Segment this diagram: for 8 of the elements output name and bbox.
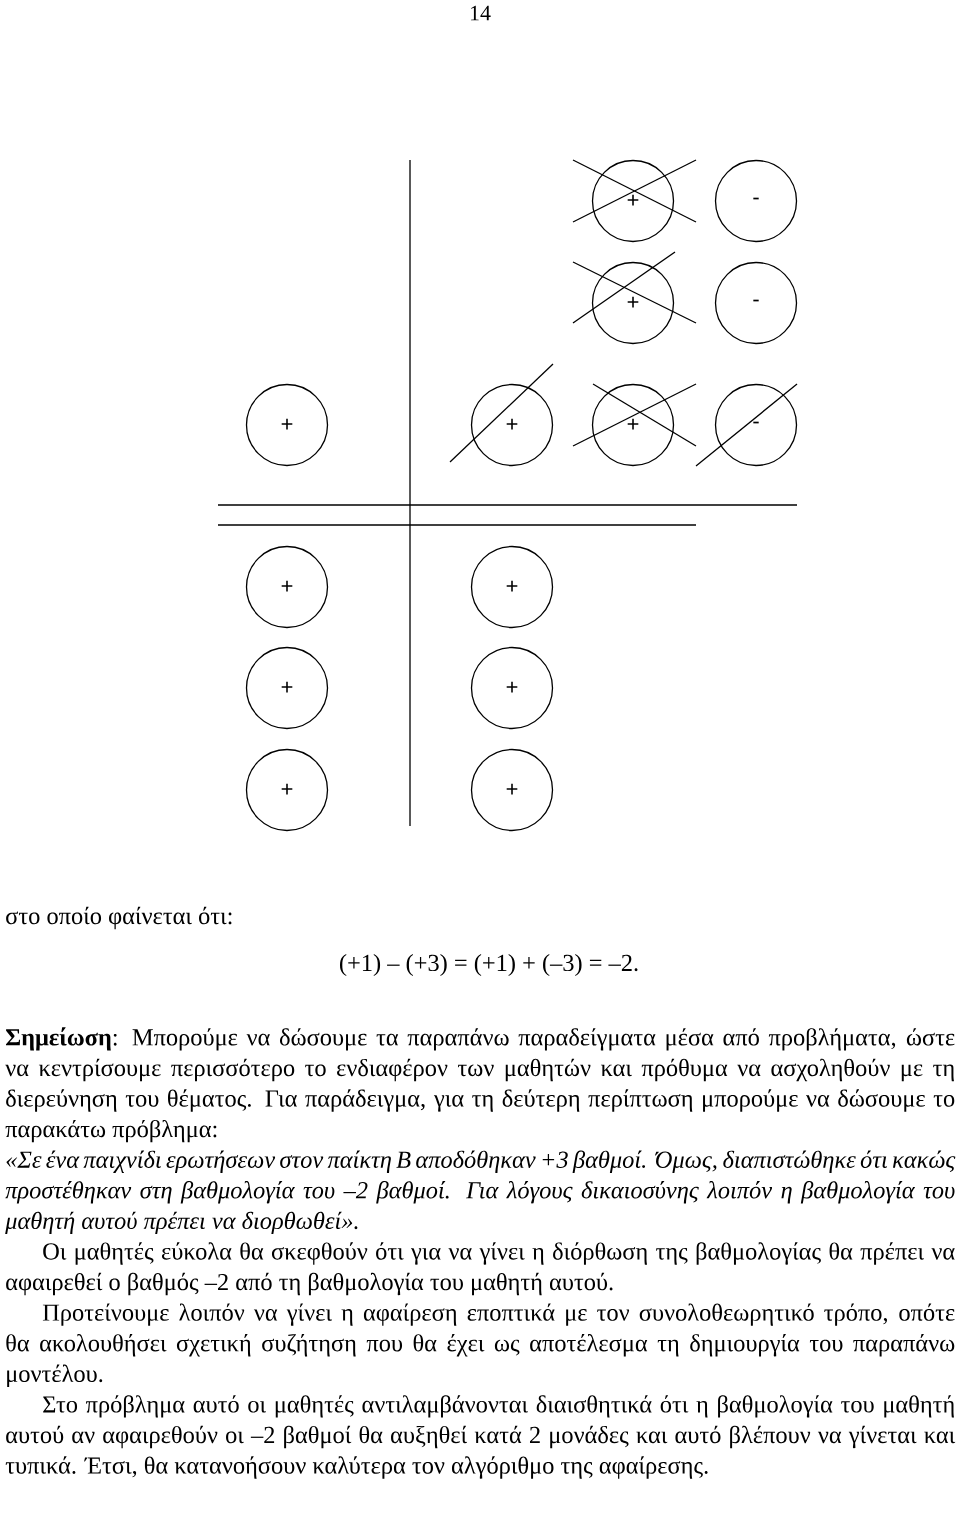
paragraph: Προτείνουμε λοιπόν να γίνει η αφαίρεση εποπτικά με τον συνολοθεωρητικό τρόπο, οπότε θα ακολουθήσει σχετική συζήτηση που θα έχει ως αποτέλεσμα τη δημιουργία του παραπάνω μοντέλου. [6,1303,955,1387]
page-number: 14 [470,5,491,21]
quote-paragraph: «Σε ένα παιχνίδι ερωτήσεων στον παίκτη Β αποδόθηκαν +3 βαθμοί. Όμως, διαπιστώθηκε ότι κακώς προστέθηκαν στη βαθμολογία του –2 βαθμοί. Για λόγους δικαιοσύνης λοιπόν η βαθμολογία του μαθητή αυτού πρέπει να διορθωθεί». [5,1150,956,1235]
note-paragraph: Σημείωση: Μπορούμε να δώσουμε τα παραπάνω παραδείγματα μέσα από προβλήματα, ώστε να κεντρίσουμε περισσότερο το ενδιαφέρον των μαθητών και πρόθυμα να ασχοληθούν με τη διερεύνηση του θέματος. Για παράδειγμα, για τη δεύτερη περίπτωση μπορούμε να δώσουμε το παρακάτω πρόβλημα: [5,1027,955,1143]
paragraph: Στο πρόβλημα αυτό οι μαθητές αντιλαμβάνονται διαισθητικά ότι η βαθμολογία του μαθητή αυτού αν αφαιρεθούν οι –2 βαθμοί θα αυξηθεί κατά 2 μονάδες και αυτό βλέπουν να γίνεται και τυπικά. Έτσι, θα κατανοήσουν καλύτερα τον αλγόριθμο της αφαίρεσης. [5,1395,956,1479]
equation: (+1) – (+3) = (+1) + (–3) = –2. [340,953,638,977]
paragraph: Οι μαθητές εύκολα θα σκεφθούν ότι για να γίνει η διόρθωση της βαθμολογίας θα πρέπει να αφαιρεθεί ο βαθμός –2 από τη βαθμολογία του μαθητή αυτού. [6,1242,955,1296]
text-line: στο οποίο φαίνεται ότι: [6,906,232,930]
